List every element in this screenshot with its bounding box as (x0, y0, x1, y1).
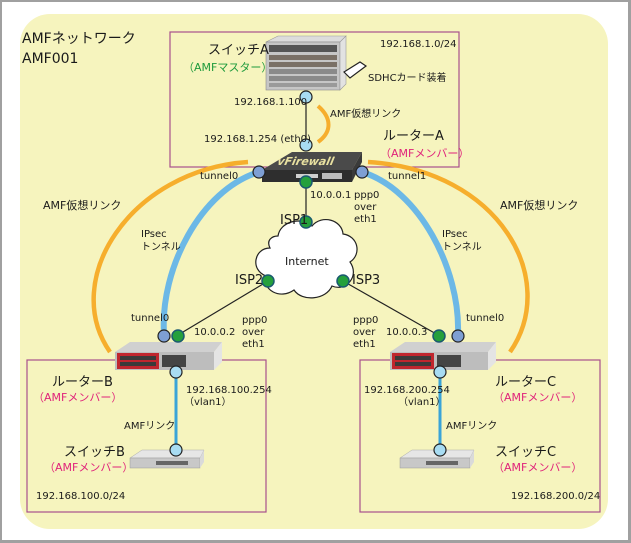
switch-a-ip: 192.168.1.100 (234, 97, 308, 108)
virtual-link-label-left: AMF仮想リンク (43, 199, 122, 212)
router-a-role: （AMFメンバー） (380, 147, 470, 160)
router-a-wan-ip: 10.0.0.1 (310, 190, 352, 201)
amf-virtual-link-right (367, 159, 530, 354)
router-a-name: ルーターA (383, 129, 444, 144)
node-isp1 (299, 215, 313, 229)
ipsec-label-left-2: トンネル (141, 242, 181, 253)
ipsec-label-right-2: トンネル (442, 242, 482, 253)
router-b-lan-ip: 192.168.100.254 (186, 385, 272, 396)
router-c-subnet: 192.168.200.0/24 (511, 491, 601, 502)
link-isp2 (177, 280, 269, 336)
router-b-subnet: 192.168.100.0/24 (36, 491, 126, 502)
router-a-wan-if-2: over (354, 202, 377, 213)
virtual-link-label-right: AMF仮想リンク (500, 199, 579, 212)
node-router-c-wan (432, 329, 446, 343)
node-router-a-wan (299, 175, 313, 189)
router-c-role: （AMFメンバー） (493, 391, 583, 404)
internet-cloud (255, 218, 358, 299)
switch-c-role: （AMFメンバー） (493, 461, 583, 474)
router-a-tunnel0: tunnel0 (200, 171, 239, 182)
router-b-wan-ip: 10.0.0.2 (194, 327, 236, 338)
node-router-c-tunnel0 (451, 329, 465, 343)
node-switch-a (299, 90, 313, 104)
amf-link-b-label: AMFリンク (124, 421, 176, 432)
router-b-device (115, 342, 222, 370)
router-c-wan-if-2: over (353, 327, 376, 338)
router-b-wan-if-2: over (242, 327, 265, 338)
switch-c-name: スイッチC (495, 445, 557, 460)
virtual-link-label-top: AMF仮想リンク (330, 109, 402, 120)
switch-b-name: スイッチB (64, 445, 125, 460)
sdhc-card-label: SDHCカード装着 (368, 73, 447, 84)
link-isp3 (342, 280, 439, 336)
node-switch-b (169, 443, 183, 457)
switch-a-device (265, 35, 368, 91)
router-b-lan-if: （vlan1） (184, 397, 232, 408)
ipsec-label-left-1: IPsec (141, 229, 167, 240)
ipsec-label-right-1: IPsec (442, 229, 468, 240)
router-c-lan-if: （vlan1） (398, 397, 446, 408)
router-b-tunnel0: tunnel0 (131, 313, 170, 324)
node-router-b-lan (169, 365, 183, 379)
node-router-a-tunnel1 (355, 165, 369, 179)
switch-c-device (399, 449, 475, 469)
ipsec-tunnel-left (160, 169, 260, 334)
router-b-name: ルーターB (52, 375, 113, 390)
amf-virtual-link-left (91, 159, 249, 354)
router-c-wan-if-3: eth1 (353, 339, 376, 350)
internet-label: Internet (285, 255, 329, 268)
router-b-role: （AMFメンバー） (33, 391, 123, 404)
network-title: AMFネットワーク (22, 31, 136, 47)
switch-b-device (129, 449, 205, 469)
ipsec-tunnel-right (361, 169, 462, 334)
router-c-name: ルーターC (495, 375, 557, 390)
isp3-label: ISP3 (352, 273, 381, 288)
amf-virtual-link-top (316, 104, 331, 144)
switch-a-role: （AMFマスター） (183, 61, 273, 74)
switch-a-name: スイッチA (208, 43, 269, 58)
amf-link-c-label: AMFリンク (446, 421, 498, 432)
router-b-wan-if-3: eth1 (242, 339, 265, 350)
router-a-lan-ip: 192.168.1.254 (eth0) (204, 134, 311, 145)
vfirewall-label: vFirewall (276, 155, 335, 168)
node-router-a-eth0 (299, 138, 313, 152)
node-isp3 (336, 274, 350, 288)
switch-a-subnet: 192.168.1.0/24 (380, 39, 457, 50)
isp2-label: ISP2 (235, 273, 264, 288)
router-c-tunnel0: tunnel0 (466, 313, 505, 324)
router-c-wan-ip: 10.0.0.3 (386, 327, 428, 338)
node-switch-c (433, 443, 447, 457)
node-router-a-tunnel0 (252, 165, 266, 179)
network-name: AMF001 (22, 51, 79, 67)
router-c-wan-if-1: ppp0 (353, 315, 379, 326)
isp1-label: ISP1 (280, 213, 309, 228)
router-b-wan-if-1: ppp0 (242, 315, 268, 326)
node-isp2 (261, 274, 275, 288)
router-c-device (390, 342, 496, 370)
node-router-c-lan (433, 365, 447, 379)
router-a-wan-if-1: ppp0 (354, 190, 380, 201)
switch-b-role: （AMFメンバー） (44, 461, 134, 474)
node-router-b-tunnel0 (157, 329, 171, 343)
node-router-b-wan (171, 329, 185, 343)
router-a-wan-if-3: eth1 (354, 214, 377, 225)
sdhc-card-icon (343, 61, 368, 79)
router-a-tunnel1: tunnel1 (388, 171, 427, 182)
router-c-lan-ip: 192.168.200.254 (364, 385, 450, 396)
